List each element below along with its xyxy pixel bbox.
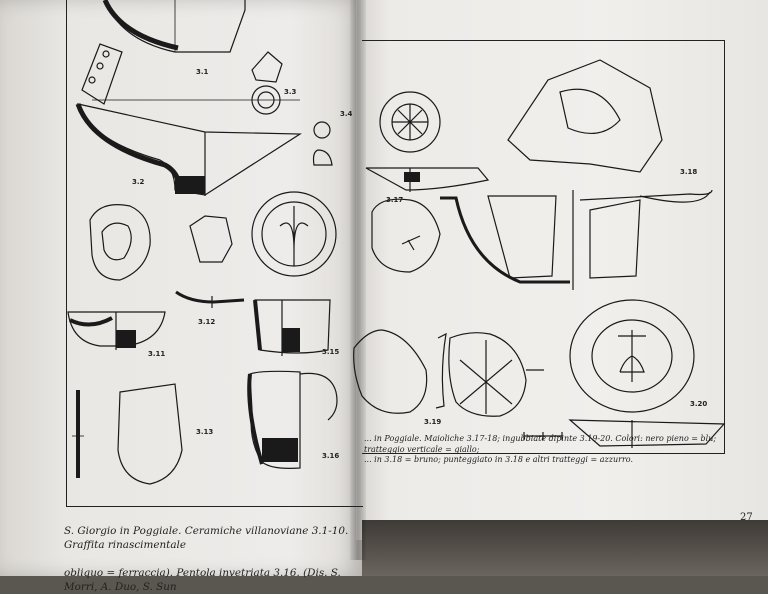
plate-fleur [251,191,337,277]
pottery-drawings [67,0,726,485]
figure-label: 3.11 [148,350,166,358]
right-page [356,0,768,540]
figure-label: 3.2 [132,178,145,186]
figure-label: 3.18 [680,168,698,176]
jug-right-3-19 [448,332,527,417]
right-caption: ... in Poggiale. Maioliche 3.17-18; ingu… [364,434,726,466]
figure-label: 3.16 [322,452,340,460]
portrait-sherd [89,204,151,281]
page-number: 27 [740,512,753,523]
disc-3-3 [251,85,281,115]
book-gutter [350,0,366,560]
figure-label: 3.13 [196,428,214,436]
left-caption: S. Giorgio in Poggiale. Ceramiche villan… [64,510,364,594]
plate-rosette-3-17 [379,91,441,153]
fragment-3-18 [507,59,663,173]
bowl-top-view [371,198,441,273]
figure-label: 3.4 [340,110,353,118]
left-page [0,0,362,576]
figure-label: 3.17 [386,196,404,204]
jug-left-3-19 [353,329,428,414]
figure-label: 3.1 [196,68,209,76]
plate-profile-3-17 [365,167,490,191]
jug-3-13 [117,383,183,485]
table-surface [362,520,768,576]
left-figure-frame [66,0,363,507]
head-sherd [189,215,233,263]
figure-label: 3.15 [322,348,340,356]
pot-3-16 [249,370,301,469]
dish-profile-3-20 [568,419,726,447]
right-caption-line-1: ... in Poggiale. Maioliche 3.17-18; ingu… [364,434,717,454]
figure-label: 3.3 [284,88,297,96]
disc-3-4 [313,121,331,139]
sherd-3-3 [251,51,283,83]
bowl-profile-3-19 [440,196,570,284]
left-caption-line-1: S. Giorgio in Poggiale. Ceramiche villan… [64,525,349,551]
cup-3-16 [254,299,331,354]
dish-3-20 [569,299,695,413]
right-caption-line-2: ... in 3.18 = bruno; punteggiato in 3.18… [364,455,633,464]
figure-label: 3.19 [424,418,442,426]
figure-label: 3.12 [198,318,216,326]
scale-bar [523,432,563,440]
figure-label: 3.20 [690,400,708,408]
sherd-3-1 [81,43,123,105]
left-caption-line-2: obliquo = ferraccia). Pentola invetriata… [64,567,341,593]
right-figure-frame [362,40,725,454]
